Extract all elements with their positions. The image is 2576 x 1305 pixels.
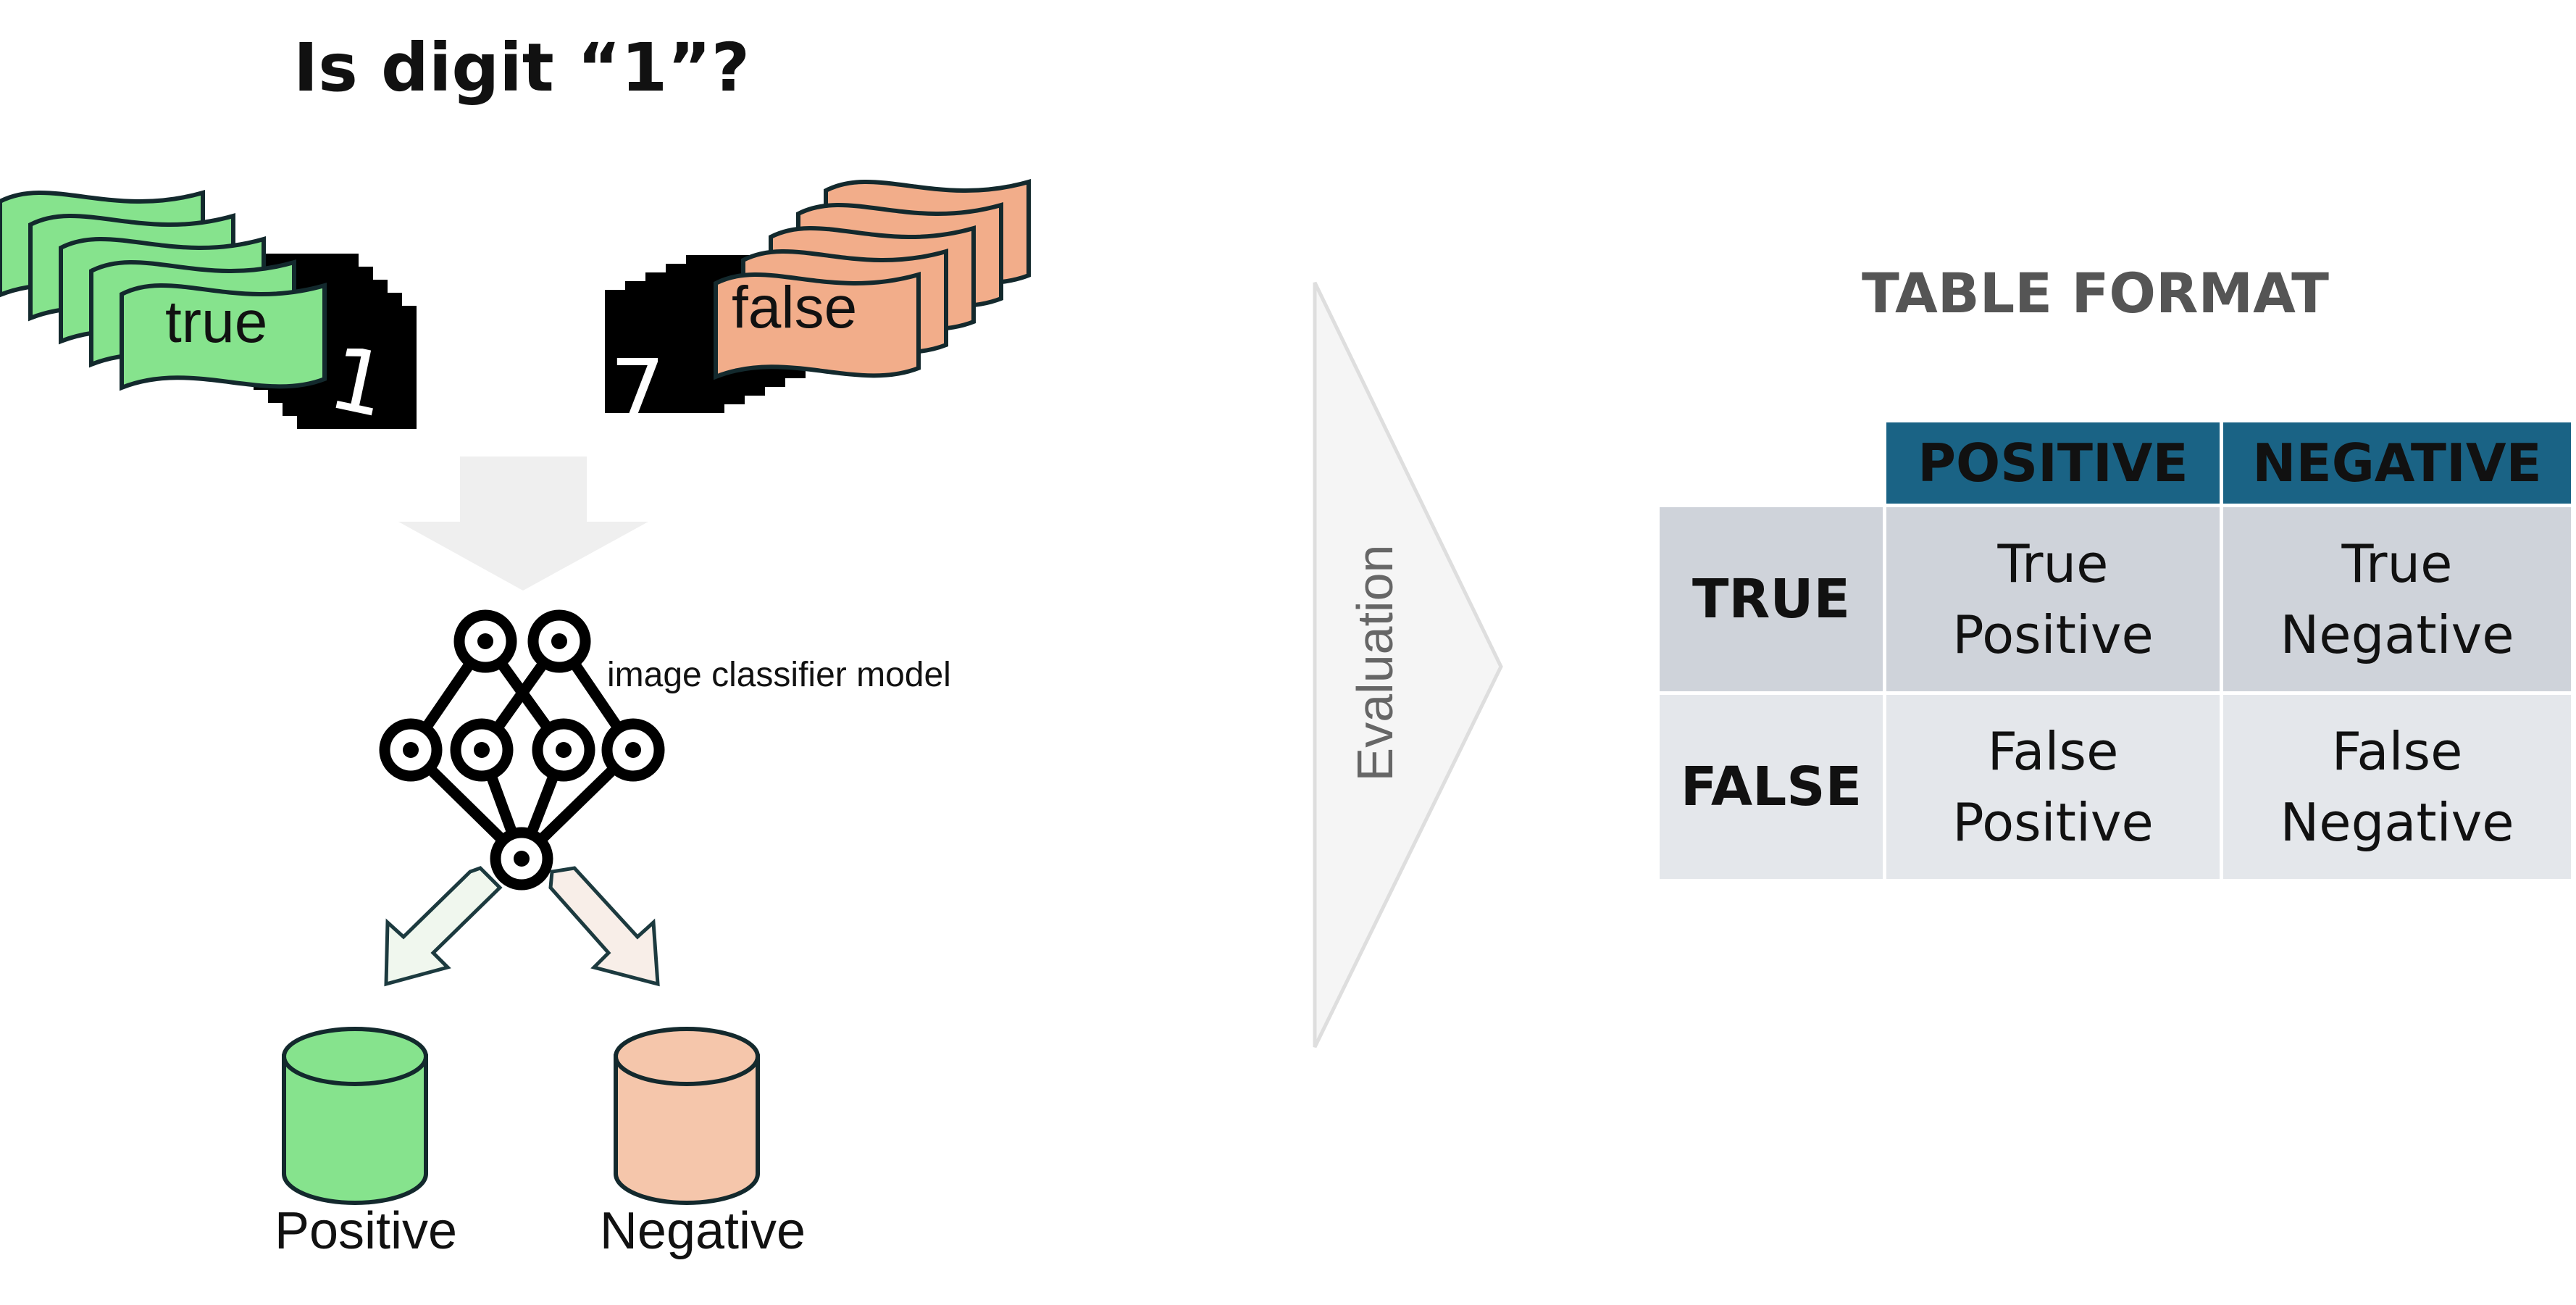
label-card-text: false [732,275,857,341]
row-header-true: TRUE [1660,507,1883,691]
cell-line: Positive [1952,792,2154,853]
cell-true-negative: True Negative [2223,507,2571,691]
evaluation-arrow [1313,281,1503,1048]
label-card-text: true [165,289,267,355]
table-corner [1660,422,1883,504]
cell-line: True [2341,533,2453,594]
positive-output-label: Positive [274,1202,458,1260]
negative-output-cylinder [614,1027,760,1205]
label-card [714,272,921,380]
cell-line: Positive [1952,604,2154,665]
cell-false-positive: False Positive [1886,695,2220,879]
neural-network-icon [379,609,665,891]
confusion-matrix-table: POSITIVE NEGATIVE TRUE True Positive Tru… [1656,419,2575,883]
false-sample-stack: 7 false [605,179,1031,443]
table-row: TRUE True Positive True Negative [1660,507,2571,691]
table-title: TABLE FORMAT [1862,261,2329,325]
col-header-positive: POSITIVE [1886,422,2220,504]
cell-true-positive: True Positive [1886,507,2220,691]
label-card [120,283,327,391]
table-row: FALSE False Positive False Negative [1660,695,2571,879]
cell-line: False [2331,721,2463,782]
model-label: image classifier model [607,656,951,694]
positive-output-cylinder [282,1027,428,1205]
cell-line: Negative [2280,792,2514,853]
cell-false-negative: False Negative [2223,695,2571,879]
output-arrows [384,866,660,987]
cell-line: Negative [2280,604,2514,665]
diagram-title: Is digit “1”? [293,29,750,107]
evaluation-label: Evaluation [1347,544,1403,782]
cell-line: False [1987,721,2119,782]
row-header-false: FALSE [1660,695,1883,879]
input-to-model-arrow [398,456,648,591]
digit-glyph: 7 [610,342,665,443]
negative-output-label: Negative [599,1202,806,1260]
cell-line: True [1997,533,2109,594]
col-header-negative: NEGATIVE [2223,422,2571,504]
